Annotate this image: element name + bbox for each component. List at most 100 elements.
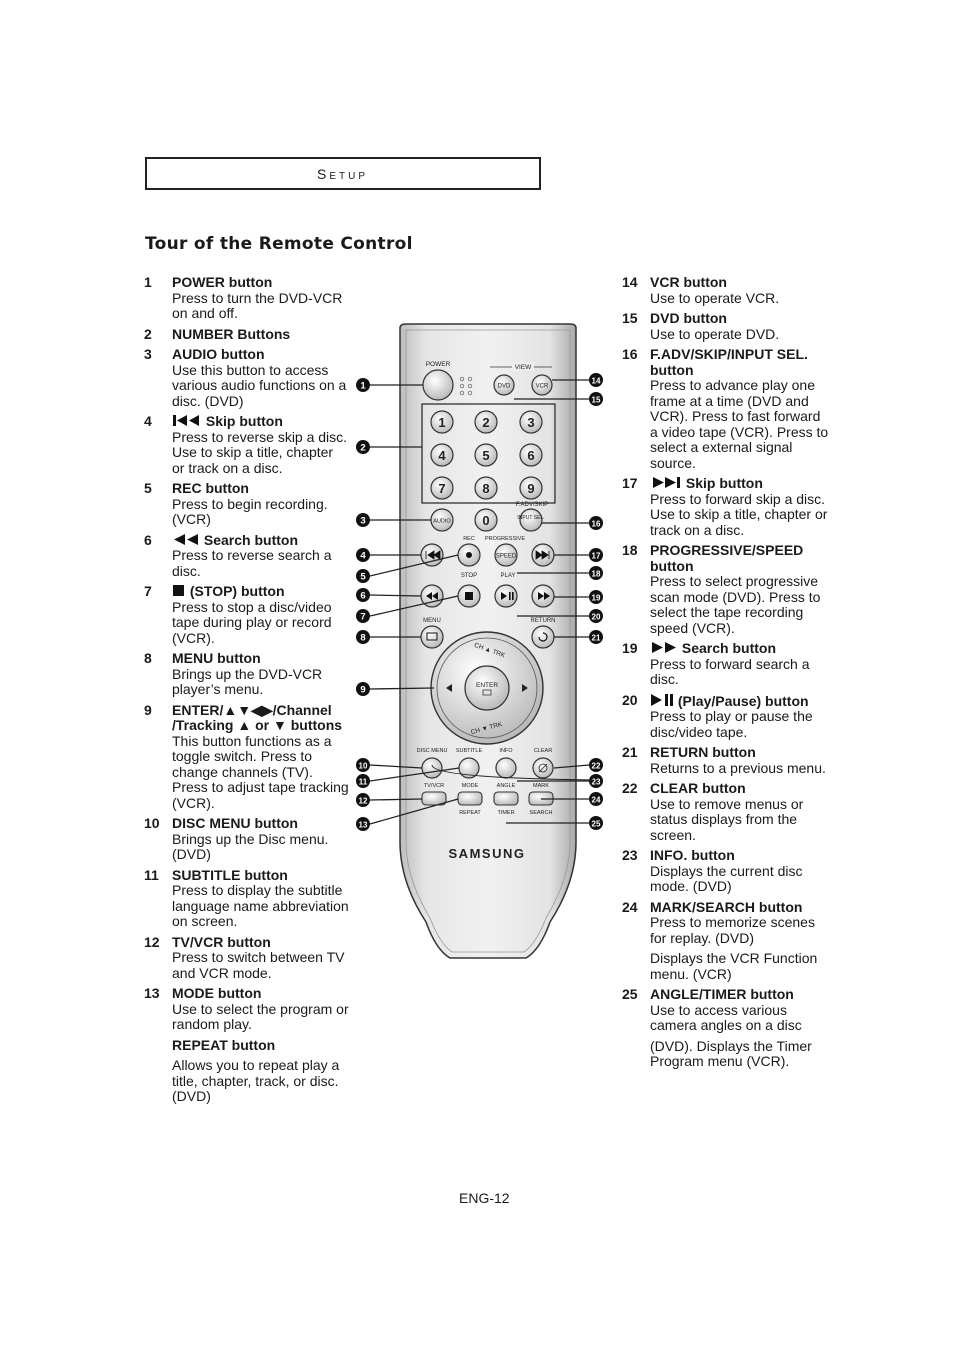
number-button xyxy=(474,508,498,532)
callout-number: 14 xyxy=(592,377,601,386)
item-number: 8 xyxy=(144,650,152,666)
fast-forward-icon xyxy=(650,640,678,656)
indicator-led xyxy=(467,383,473,389)
item-description: Press to stop a disc/video tape during p… xyxy=(172,598,332,646)
callout-number: 2 xyxy=(360,443,365,454)
callout-marker xyxy=(589,516,603,530)
item-description: Press to reverse search a disc. xyxy=(172,547,332,579)
item-number: 22 xyxy=(622,780,638,796)
callout-line xyxy=(369,764,423,769)
item-number: 3 xyxy=(144,346,152,362)
input-sel-label: INPUT SEL. xyxy=(517,515,544,521)
item-heading: Search button xyxy=(172,532,349,549)
callout-marker xyxy=(589,392,603,406)
item-description: Use to operate VCR. xyxy=(650,289,780,306)
callout-marker xyxy=(356,682,370,696)
disc-menu-button xyxy=(421,757,443,779)
callout-marker xyxy=(589,630,603,644)
callout-line xyxy=(369,798,459,825)
input-sel-button xyxy=(519,508,543,532)
callout-marker xyxy=(356,513,370,527)
callout-marker xyxy=(589,548,603,562)
item-heading: (Play/Pause) button xyxy=(650,693,832,710)
item-description: Use this button to access various audio … xyxy=(172,361,347,409)
audio-label: AUDIO xyxy=(433,519,451,525)
section-label: Setup xyxy=(317,166,369,182)
number-button xyxy=(519,410,543,434)
item-description: Use to access various camera angles on a… xyxy=(650,1001,802,1033)
item-number: 16 xyxy=(622,346,638,362)
item-description: Press to display the subtitle language n… xyxy=(172,882,349,929)
item-heading: SUBTITLE button xyxy=(172,866,288,883)
callout-number: 16 xyxy=(592,520,601,529)
number-label: 0 xyxy=(482,513,489,528)
callout-line xyxy=(369,798,423,801)
menu-label: MENU xyxy=(423,618,441,624)
item-heading: Skip button xyxy=(650,475,832,492)
item-subheading: REPEAT button xyxy=(172,1036,276,1053)
callout-number: 22 xyxy=(592,762,601,771)
callout-number: 10 xyxy=(359,762,368,771)
item-number: 6 xyxy=(144,531,152,548)
item-description: Press to memorize scenes for replay. (DV… xyxy=(650,914,815,946)
stop-icon xyxy=(465,592,473,600)
vcr-label: VCR xyxy=(536,384,549,390)
item-number: 2 xyxy=(144,325,152,342)
callout-number: 19 xyxy=(592,594,601,603)
samsung-logo: SAMSUNG xyxy=(449,846,526,861)
item-description: This button functions as a toggle switch… xyxy=(172,732,349,811)
callout-marker xyxy=(356,630,370,644)
progressive-label: PROGRESSIVE xyxy=(485,536,525,542)
item-heading: ANGLE/TIMER button xyxy=(650,986,794,1002)
item-heading: MENU button xyxy=(172,650,261,666)
timer-label: TIMER xyxy=(497,810,514,816)
number-button xyxy=(474,443,498,467)
item-heading: AUDIO button xyxy=(172,346,265,362)
callout-marker xyxy=(589,373,603,387)
number-pad-frame xyxy=(421,403,556,504)
number-label: 6 xyxy=(527,448,534,463)
item-number: 10 xyxy=(144,815,160,831)
vcr-button xyxy=(531,374,553,396)
play-pause-icon xyxy=(650,693,674,709)
item-number: 5 xyxy=(144,480,152,496)
fast-forward-icon xyxy=(538,592,550,600)
item-number: 17 xyxy=(622,475,638,491)
menu-icon xyxy=(426,632,438,641)
number-button xyxy=(430,410,454,434)
angle-button xyxy=(493,791,519,806)
callout-marker xyxy=(589,590,603,604)
number-button xyxy=(474,410,498,434)
item-number: 19 xyxy=(622,640,638,656)
item-number: 7 xyxy=(144,583,152,599)
clear-icon xyxy=(538,763,548,773)
left-arrow-icon xyxy=(446,684,452,692)
view-label: VIEW xyxy=(515,364,532,371)
item-number: 14 xyxy=(622,274,638,290)
item-number: 12 xyxy=(144,933,160,950)
callout-number: 12 xyxy=(359,797,368,806)
dvd-button xyxy=(493,374,515,396)
dvd-label: DVD xyxy=(498,384,511,390)
rec-icon xyxy=(466,552,472,558)
number-button xyxy=(430,443,454,467)
item-heading: CLEAR button xyxy=(650,780,746,796)
callout-marker xyxy=(356,758,370,772)
return-icon xyxy=(538,632,548,642)
return-label: RETURN xyxy=(531,618,556,624)
callout-marker xyxy=(589,566,603,580)
callout-line xyxy=(369,595,459,617)
